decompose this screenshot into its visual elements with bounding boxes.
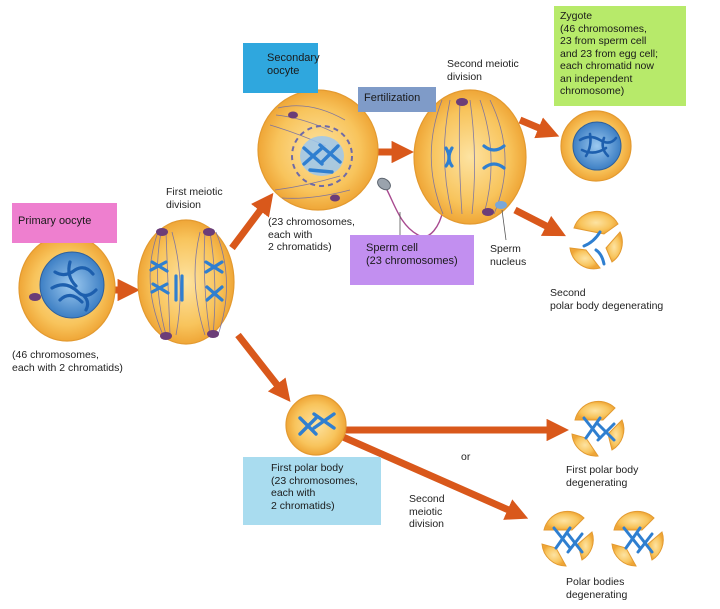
second-polar-body-label: Second polar body degenerating (550, 287, 664, 312)
secondary-oocyte-cell (257, 89, 379, 211)
zygote-cell (560, 110, 632, 182)
secondary-oocyte-counts-label: (23 chromosomes, each with 2 chromatids) (268, 216, 355, 253)
second-meiotic-division-bottom-label: Second meiotic division (409, 493, 445, 530)
first-polar-body-degenerating-label: First polar body degenerating (566, 464, 639, 489)
second-meiotic-division-cell (413, 89, 527, 241)
first-polar-body-degenerating-cell (571, 400, 625, 457)
arrow-to-polar-bodies (341, 433, 529, 520)
arrow-to-second-polar-body (513, 206, 566, 237)
arrow-to-first-polar-body (235, 332, 291, 403)
sperm-cell-box: Sperm cell (23 chromosomes) (350, 235, 474, 285)
arrow-to-zygote (518, 116, 560, 139)
second-polar-body-cell (569, 210, 623, 270)
or-label: or (461, 451, 471, 463)
primary-oocyte-box: Primary oocyte (12, 203, 117, 243)
sperm-nucleus-label: Sperm nucleus (490, 243, 527, 268)
sperm-nucleus-mark (495, 201, 507, 209)
primary-oocyte-counts-label: (46 chromosomes, each with 2 chromatids) (12, 349, 123, 374)
arrows (113, 116, 569, 520)
sperm-cell-drawing (377, 177, 444, 238)
primary-oocyte-cell (18, 234, 116, 342)
arrow-to-secondary-oocyte (229, 192, 274, 251)
secondary-oocyte-box: Secondary oocyte (243, 43, 320, 93)
secondary-nucleus-dashed (291, 125, 353, 187)
first-polar-body-box: First polar body (23 chromosomes, each w… (243, 457, 381, 525)
first-polar-body-cell (285, 394, 347, 456)
chromosomes (50, 260, 98, 312)
polar-bodies-degenerating-cells (541, 510, 664, 567)
second-meiotic-division-top-label: Second meiotic division (447, 58, 519, 83)
fertilization-box: Fertilization (358, 87, 436, 112)
first-meiotic-division-label: First meiotic division (166, 186, 223, 211)
zygote-box: Zygote (46 chromosomes, 23 from sperm ce… (554, 6, 686, 106)
first-meiotic-division-cell (137, 219, 235, 345)
centrosome (29, 293, 41, 301)
polar-bodies-degenerating-label: Polar bodies degenerating (566, 576, 628, 601)
